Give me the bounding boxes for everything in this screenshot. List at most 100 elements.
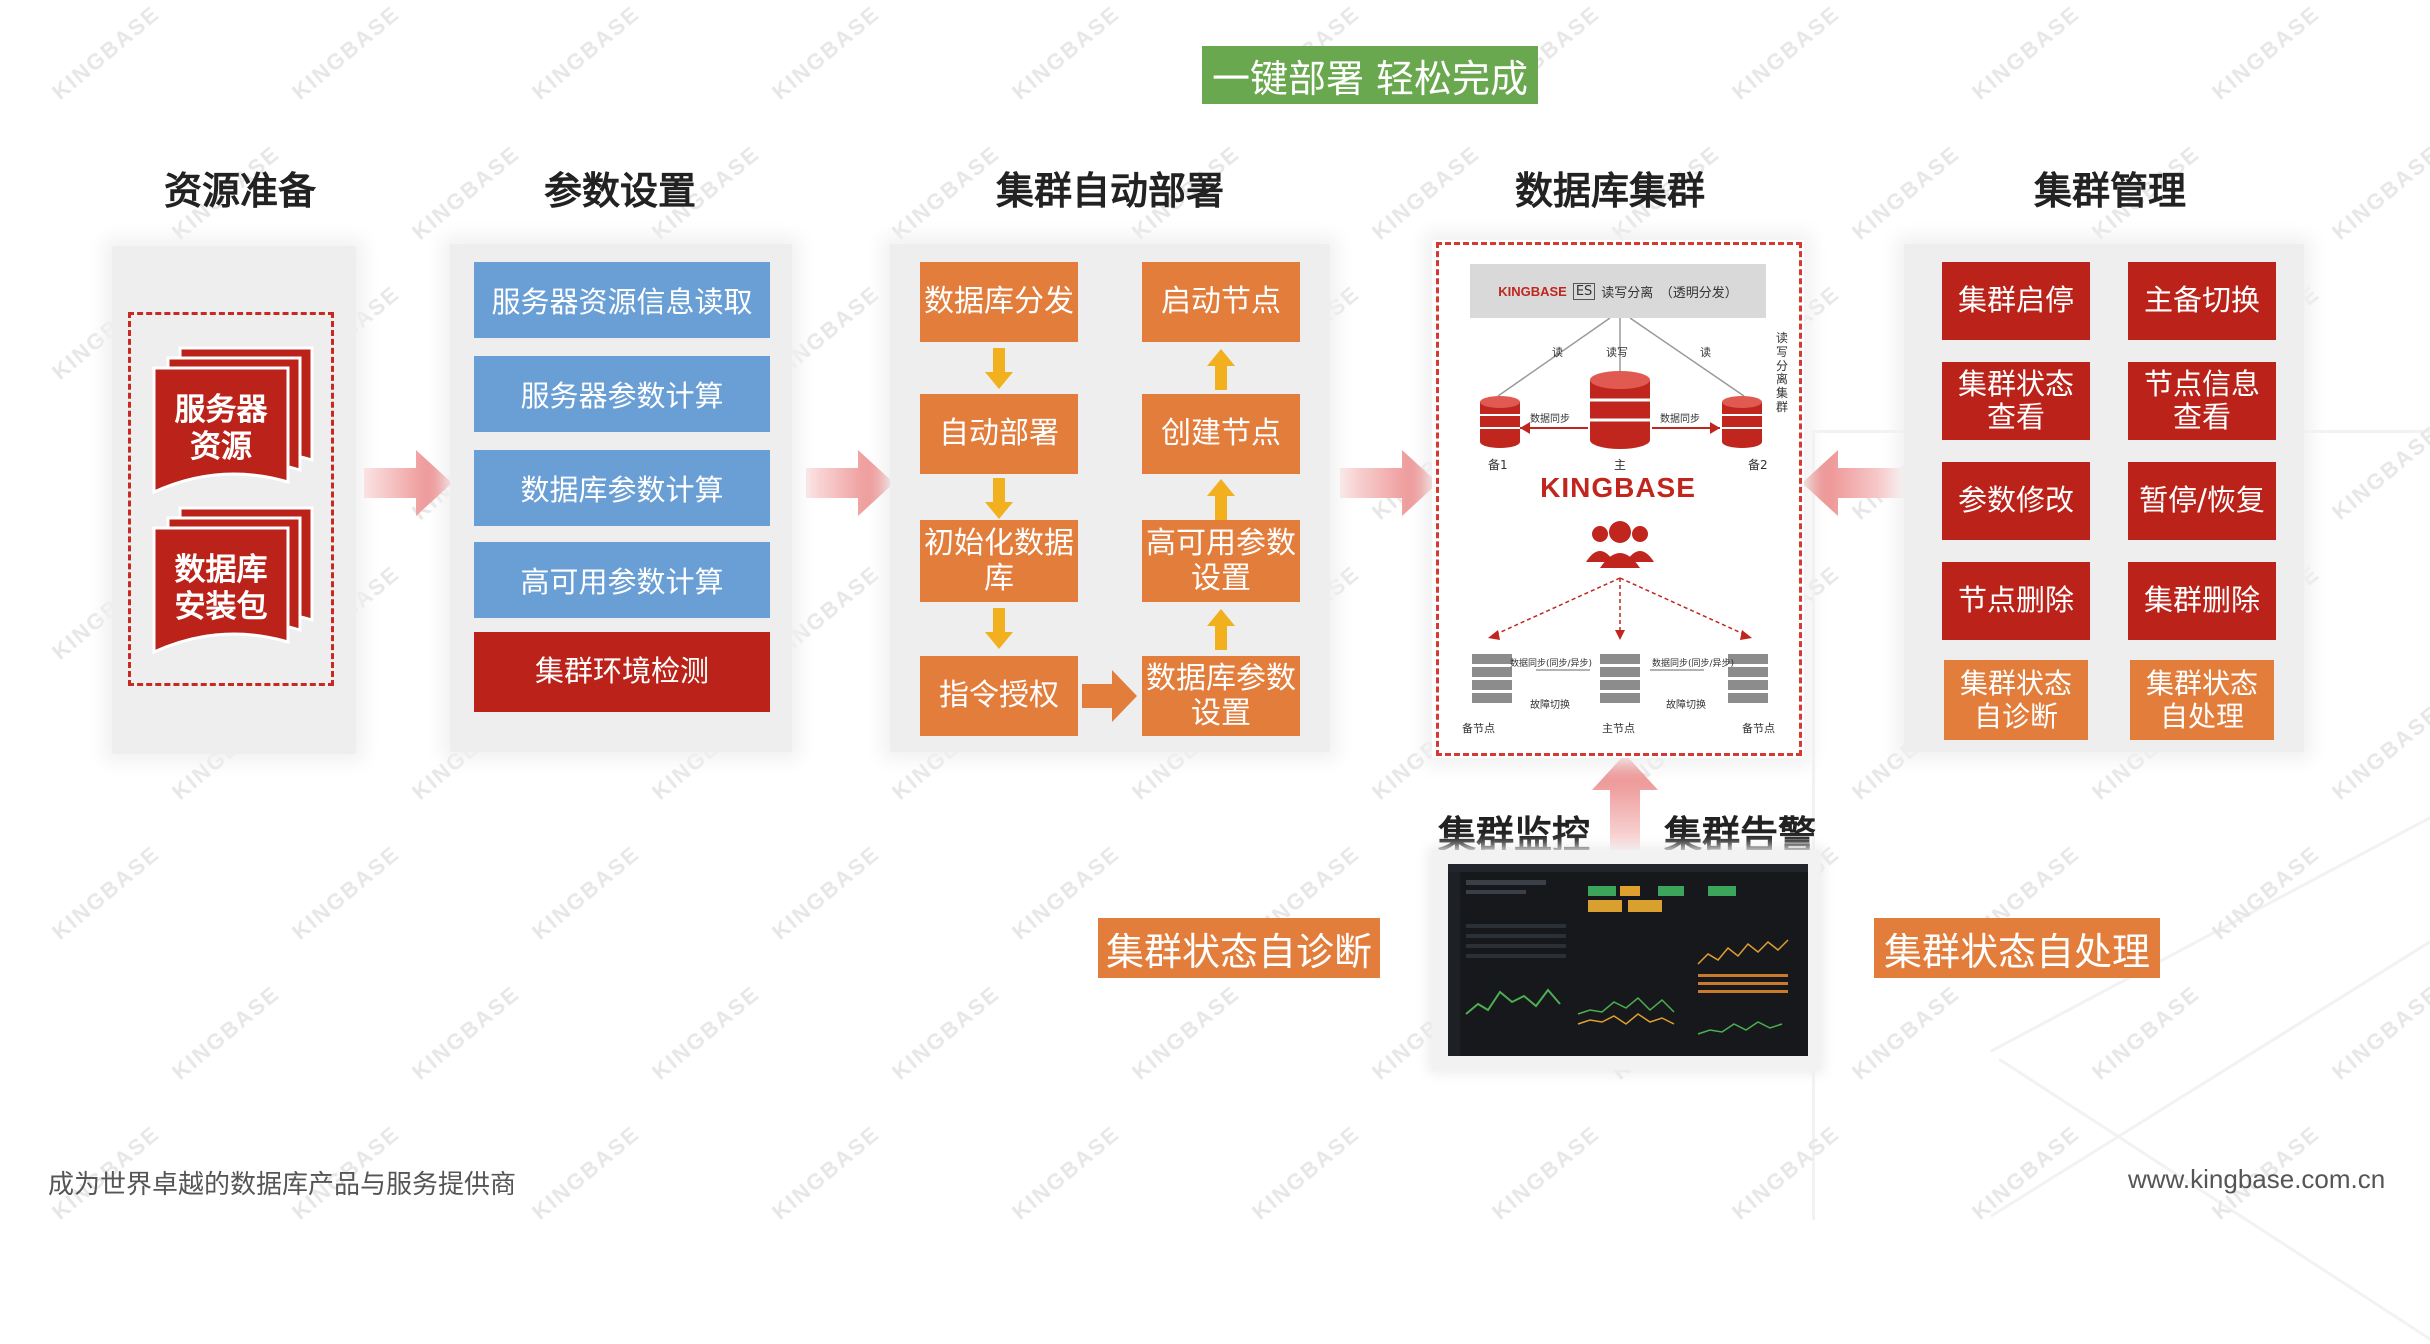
deploy-step-auto-deploy: 自动部署 (920, 394, 1078, 474)
cluster-standby2-label: 备2 (1748, 458, 1768, 472)
resource-panel (112, 246, 356, 754)
database-icon-standby2 (1722, 396, 1762, 448)
mgmt-item-node-delete: 节点删除 (1942, 562, 2090, 640)
self-diagnose-label: 集群状态自诊断 (1098, 918, 1380, 978)
section-title-params: 参数设置 (543, 169, 696, 213)
deploy-step-db-dist: 数据库分发 (920, 262, 1078, 342)
watermark-text: KINGBASE (287, 840, 405, 945)
mgmt-item-cluster-status: 集群状态 查看 (1942, 362, 2090, 440)
watermark-text: KINGBASE (527, 0, 645, 105)
kingbase-logo: KINGBASE (1540, 472, 1696, 503)
watermark-text: KINGBASE (1967, 1120, 2085, 1225)
mgmt-item-start-stop: 集群启停 (1942, 262, 2090, 340)
cluster-standby-node-right: 备节点 (1742, 722, 1775, 735)
watermark-text: KINGBASE (647, 980, 765, 1085)
db-cluster-dashed-frame (1436, 242, 1802, 756)
users-icon (1586, 521, 1654, 568)
cluster-master-node: 主节点 (1602, 722, 1635, 735)
watermark-text: KINGBASE (1847, 980, 1965, 1085)
yellow-arrow-down (985, 348, 1013, 389)
watermark-text: KINGBASE (767, 1120, 885, 1225)
flow-arrow-1 (364, 450, 452, 516)
flow-arrow-from-management (1802, 450, 1904, 516)
watermark-text: KINGBASE (287, 0, 405, 105)
cluster-standby-node-left: 备节点 (1462, 722, 1495, 735)
flow-arrow-2 (806, 450, 894, 516)
mgmt-item-node-info: 节点信息 查看 (2128, 362, 2276, 440)
deploy-step-init-db: 初始化数据 库 (920, 520, 1078, 602)
section-title-resource: 资源准备 (163, 169, 316, 213)
deploy-step-cmd-auth: 指令授权 (920, 656, 1078, 736)
mgmt-item-pause-resume: 暂停/恢复 (2128, 462, 2276, 540)
deploy-step-start-node: 启动节点 (1142, 262, 1300, 342)
watermark-text: KINGBASE (1847, 140, 1965, 245)
cluster-read-right: 读 (1700, 346, 1711, 359)
cluster-failover-left: 故障切换 (1530, 700, 1570, 711)
param-item-server-calc: 服务器参数计算 (474, 356, 770, 432)
cluster-sync-mid-left: 数据同步(同步/异步) (1510, 659, 1593, 669)
server-icon-center (1600, 654, 1640, 703)
watermark-text: KINGBASE (167, 980, 285, 1085)
yellow-arrow-down (985, 608, 1013, 649)
watermark-text: KINGBASE (1007, 1120, 1125, 1225)
watermark-text: KINGBASE (887, 980, 1005, 1085)
section-title-management: 集群管理 (2033, 169, 2186, 213)
watermark-text: KINGBASE (1247, 1120, 1365, 1225)
banner: 一键部署 轻松完成 (1202, 46, 1538, 104)
background-line (1812, 430, 1815, 1220)
mgmt-item-self-diagnose: 集群状态 自诊断 (1944, 660, 2088, 740)
yellow-arrow-down (985, 478, 1013, 519)
param-item-env-check: 集群环境检测 (474, 632, 770, 712)
watermark-text: KINGBASE (2327, 140, 2430, 245)
mgmt-item-param-modify: 参数修改 (1942, 462, 2090, 540)
watermark-text: KINGBASE (47, 0, 165, 105)
param-item-ha-calc: 高可用参数计算 (474, 542, 770, 618)
mgmt-item-cluster-delete: 集群删除 (2128, 562, 2276, 640)
watermark-text: KINGBASE (1727, 0, 1845, 105)
yellow-arrow-up (1207, 479, 1235, 520)
cluster-read-left: 读 (1552, 346, 1563, 359)
cluster-standby1-label: 备1 (1488, 458, 1508, 472)
watermark-text: KINGBASE (527, 1120, 645, 1225)
watermark-text: KINGBASE (1487, 1120, 1605, 1225)
monitor-title: 集群监控 (1438, 813, 1591, 857)
param-item-db-calc: 数据库参数计算 (474, 450, 770, 526)
watermark-text: KINGBASE (767, 0, 885, 105)
mgmt-item-self-handle: 集群状态 自处理 (2130, 660, 2274, 740)
footer-slogan: 成为世界卓越的数据库产品与服务提供商 (48, 1170, 517, 1200)
cluster-sync-left: 数据同步 (1530, 414, 1570, 425)
section-title-auto-deploy: 集群自动部署 (995, 169, 1224, 213)
watermark-text: KINGBASE (2327, 700, 2430, 805)
cluster-sync-right: 数据同步 (1660, 414, 1700, 425)
mgmt-item-switchover: 主备切换 (2128, 262, 2276, 340)
cluster-side-label: 读写分离集群 (1776, 331, 1789, 414)
watermark-text: KINGBASE (2207, 0, 2325, 105)
cluster-top-diagram (1480, 318, 1762, 449)
resource-item-server: 服务器 资源 (174, 392, 268, 466)
cluster-header-text: 读写分离 （透明分发） (1601, 285, 1738, 301)
resource-doc-stack-server (152, 346, 314, 495)
cluster-sync-mid-right: 数据同步(同步/异步) (1652, 659, 1735, 669)
cluster-header-es: ES (1572, 282, 1596, 300)
cluster-bottom-diagram (1472, 577, 1768, 703)
section-title-db-cluster: 数据库集群 (1514, 169, 1705, 213)
orange-arrow-right (1082, 670, 1137, 722)
server-icon-right (1728, 654, 1768, 703)
flow-arrow-from-monitor (1592, 754, 1658, 852)
server-icon-left (1472, 654, 1512, 703)
monitor-dashboard-image (1448, 864, 1808, 1056)
deploy-step-create-node: 创建节点 (1142, 394, 1300, 474)
deploy-step-ha-params: 高可用参数 设置 (1142, 520, 1300, 602)
watermark-text: KINGBASE (2327, 420, 2430, 525)
database-icon-master (1590, 371, 1650, 449)
watermark-text: KINGBASE (2207, 840, 2325, 945)
database-icon-standby1 (1480, 396, 1520, 448)
watermark-text: KINGBASE (1967, 0, 2085, 105)
flow-arrow-3 (1340, 450, 1438, 516)
yellow-arrow-up (1207, 609, 1235, 650)
footer-url[interactable]: www.kingbase.com.cn (2128, 1164, 2386, 1194)
self-handle-label: 集群状态自处理 (1874, 918, 2160, 978)
cluster-master-label: 主 (1614, 458, 1627, 472)
resource-doc-stack-package (152, 506, 314, 655)
watermark-text: KINGBASE (1007, 0, 1125, 105)
